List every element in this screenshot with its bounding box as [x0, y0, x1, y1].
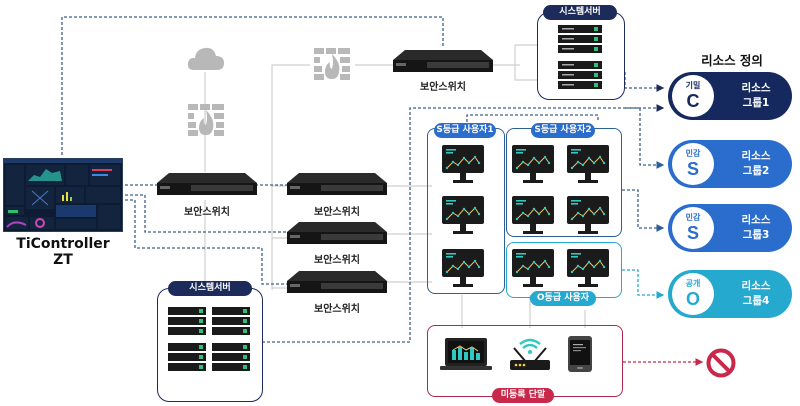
dashboard-thumbnail [4, 159, 122, 229]
workstation-monitor-icon[interactable] [510, 247, 556, 293]
controller-name: TiController ZT [16, 236, 110, 268]
resource-definition-title: 리소스 정의 [701, 53, 763, 68]
system-server-rack-top[interactable] [537, 12, 625, 100]
cloud-icon [187, 47, 224, 70]
laptop-icon [440, 338, 492, 370]
workstation-monitor-icon[interactable] [440, 247, 486, 293]
workstation-monitor-icon[interactable] [440, 194, 486, 240]
ticontroller-dashboard [3, 158, 123, 232]
security-switch-2[interactable] [287, 222, 387, 244]
server-units [168, 307, 250, 371]
workstation-monitor-icon[interactable] [440, 143, 486, 189]
firewall-icon [314, 48, 350, 80]
user-group-label: S등급 사용자2 [531, 123, 595, 138]
prohibited-icon [706, 348, 736, 378]
user-group-label: S등급 사용자1 [434, 123, 496, 138]
switch-label: 보안스위치 [420, 82, 466, 93]
tablet-icon [568, 336, 592, 372]
workstation-monitor-icon[interactable] [565, 247, 611, 293]
workstation-monitor-icon[interactable] [510, 143, 556, 189]
system-server-rack-bottom[interactable] [157, 288, 263, 402]
security-switch-1[interactable] [287, 173, 387, 195]
wifi-router-icon [510, 338, 550, 370]
server-units [558, 25, 602, 89]
switch-label: 보안스위치 [314, 207, 360, 218]
workstation-monitor-icon[interactable] [510, 194, 556, 240]
unregistered-label: 미등록 단말 [492, 388, 554, 403]
workstation-monitor-icon[interactable] [565, 143, 611, 189]
security-switch-main[interactable] [157, 173, 257, 195]
server-rack-label: 시스템서버 [168, 281, 252, 296]
switch-label: 보안스위치 [314, 255, 360, 266]
server-rack-label: 시스템서버 [543, 5, 617, 20]
switch-label: 보안스위치 [314, 304, 360, 315]
user-group-label: O등급 사용자 [530, 291, 596, 306]
workstation-monitor-icon[interactable] [565, 194, 611, 240]
security-switch-3[interactable] [287, 271, 387, 293]
switch-label: 보안스위치 [184, 207, 230, 218]
firewall-icon [188, 104, 224, 136]
security-switch-top[interactable] [393, 50, 493, 72]
